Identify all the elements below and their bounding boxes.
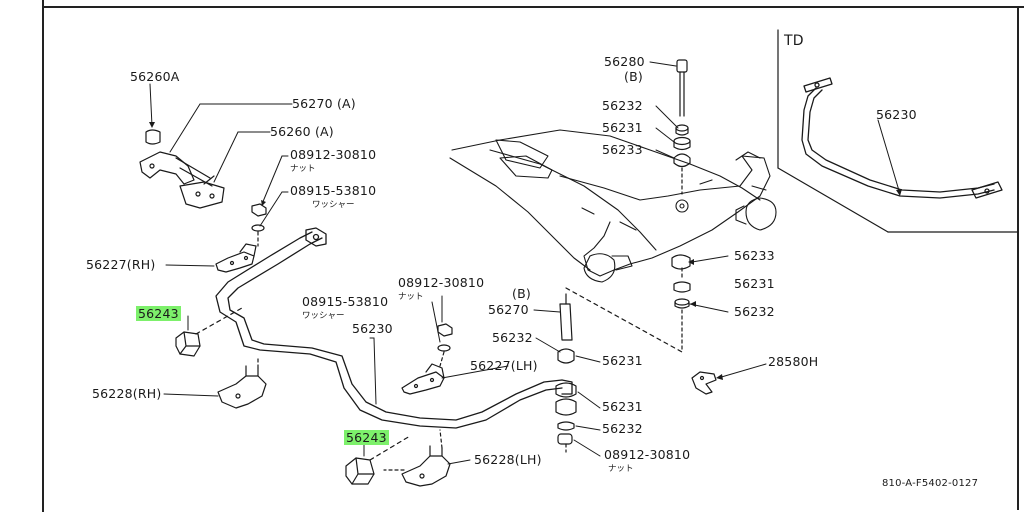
label-nut-lh: ナット: [398, 292, 424, 302]
label-washer-lh: ワッシャー: [302, 311, 345, 321]
td-inset-box: [777, 29, 1018, 233]
label-nut-link: ナット: [608, 464, 634, 474]
label-b-stud: (B): [624, 69, 643, 84]
label-56270: 56270: [488, 302, 529, 317]
bracket-56228-rh: [217, 357, 267, 409]
crossmember-assembly: [449, 129, 777, 283]
label-56232-link-top: 56232: [492, 330, 533, 345]
label-56260a-side: 56260 (A): [270, 124, 334, 139]
link-rod-b: [555, 287, 683, 453]
td-stabilizer-bar: [801, 77, 1003, 199]
leader-lines: [149, 61, 901, 465]
label-56231-link-top: 56231: [602, 353, 643, 368]
label-56233-lower: 56233: [734, 248, 775, 263]
upper-stud-assembly: [673, 59, 691, 195]
nut-washer-rh: [251, 203, 267, 247]
label-56243-highlight-b: 56243: [344, 430, 389, 445]
label-56228-rh: 56228(RH): [92, 386, 162, 401]
label-56270a: 56270 (A): [292, 96, 356, 111]
label-nut-rh: ナット: [290, 164, 316, 174]
label-08912-link: 08912-30810: [604, 447, 691, 462]
leader-arrows: [149, 122, 902, 380]
label-56232-lower: 56232: [734, 304, 775, 319]
label-56230-td: 56230: [876, 107, 917, 122]
label-56231-lower: 56231: [734, 276, 775, 291]
bushing-56243-b: [345, 435, 411, 485]
lower-bushing-stack: [671, 254, 691, 353]
label-08915-rh: 08915-53810: [290, 183, 377, 198]
bracket-56228-lh: [383, 429, 451, 487]
frame-border-left: [42, 0, 44, 512]
frame-border-top: [42, 6, 1024, 8]
upper-link-assembly: [139, 129, 225, 209]
label-washer-rh: ワッシャー: [312, 200, 355, 210]
label-56230-main: 56230: [352, 321, 393, 336]
label-08912-lh: 08912-30810: [398, 275, 485, 290]
main-stabilizer-bar: [215, 227, 573, 429]
label-b-link: (B): [512, 286, 531, 301]
bracket-56227-lh: [401, 363, 445, 395]
label-56231-stud: 56231: [602, 120, 643, 135]
highlight-56243-a: 56243: [136, 306, 181, 321]
nut-washer-lh: [437, 323, 453, 367]
variant-label-td: TD: [784, 33, 804, 49]
label-56231-link-bottom: 56231: [602, 399, 643, 414]
label-08912-rh: 08912-30810: [290, 147, 377, 162]
bushing-56243-a: [175, 307, 243, 357]
bracket-28580h: [691, 371, 717, 395]
label-56243-highlight-a: 56243: [136, 306, 181, 321]
label-28580h: 28580H: [768, 354, 819, 369]
label-56260a-top: 56260A: [130, 69, 180, 84]
label-56232-link-bottom: 56232: [602, 421, 643, 436]
label-56233-stud: 56233: [602, 142, 643, 157]
label-56228-lh: 56228(LH): [474, 452, 542, 467]
bracket-56227-rh: [215, 243, 257, 273]
label-56280: 56280: [604, 54, 645, 69]
highlight-56243-b: 56243: [344, 430, 389, 445]
figure-code: 810-A-F5402-0127: [882, 478, 979, 489]
label-56232-stud: 56232: [602, 98, 643, 113]
label-08915-lh: 08915-53810: [302, 294, 389, 309]
label-56227-lh: 56227(LH): [470, 358, 538, 373]
label-56227-rh: 56227(RH): [86, 257, 156, 272]
frame-border-right: [1017, 6, 1019, 510]
